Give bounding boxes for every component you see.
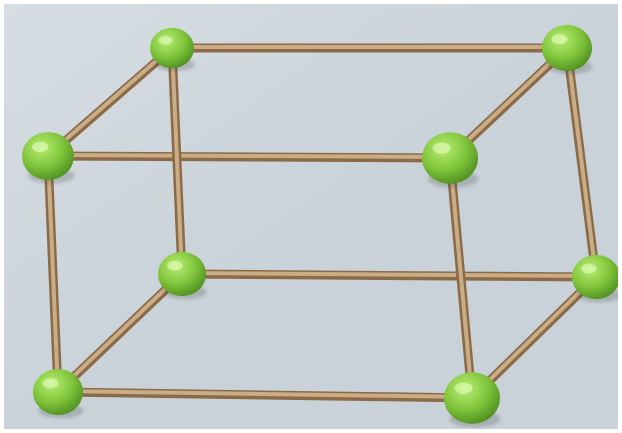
ball-frontTopRight [422, 132, 478, 184]
ball-frontBottomLeft [33, 369, 83, 415]
photo-background [4, 4, 618, 429]
ball-frontTopLeft [22, 132, 74, 180]
ball-glint-backTopRight [552, 34, 568, 44]
cuboid-ball-stick-photo [4, 4, 618, 429]
ball-frontBottomRight [444, 372, 500, 424]
ball-backBottomRight [572, 255, 618, 299]
stick-highlight-frontTopLeft-frontTopRight [48, 155, 450, 157]
ball-glint-frontTopRight [433, 143, 451, 154]
ball-glint-backBottomRight [581, 264, 596, 274]
ball-glint-frontBottomRight [455, 383, 473, 394]
ball-backTopRight [542, 25, 592, 71]
ball-glint-backTopLeft [158, 36, 172, 45]
ball-backTopLeft [150, 28, 194, 68]
ball-glint-frontBottomLeft [43, 378, 59, 388]
ball-glint-backBottomLeft [167, 261, 182, 271]
ball-glint-frontTopLeft [32, 142, 49, 152]
ball-backBottomLeft [158, 252, 206, 296]
